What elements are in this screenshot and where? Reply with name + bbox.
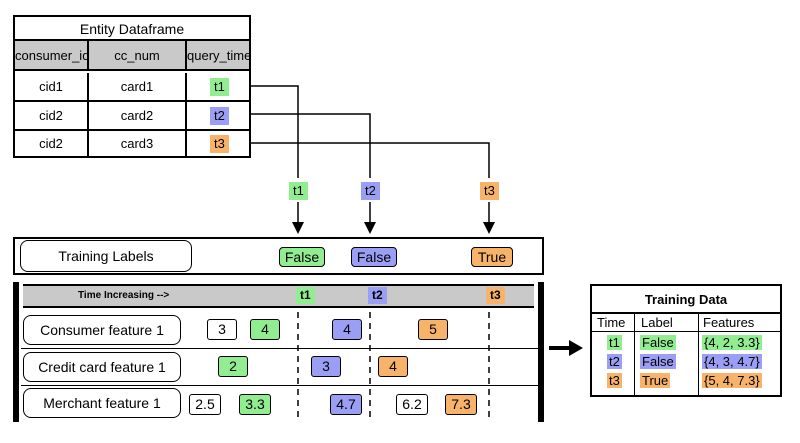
feature-value: 4 <box>332 319 362 340</box>
col-cc-num: cc_num <box>89 41 187 71</box>
cell-consumer-id: cid1 <box>15 73 89 100</box>
feature-row-merchant: Merchant feature 1 2.5 3.3 4.7 6.2 7.3 <box>21 386 538 420</box>
col-time: Time <box>597 315 626 330</box>
feature-value: 4 <box>250 319 280 340</box>
feature-value: 7.3 <box>445 394 477 415</box>
training-data-table: Training Data Time Label Features t1 Fal… <box>590 284 782 397</box>
column-divider <box>698 314 699 395</box>
feature-name-consumer: Consumer feature 1 <box>23 315 181 345</box>
feature-value: 5 <box>418 319 448 340</box>
training-labels-name: Training Labels <box>20 240 192 272</box>
training-labels-strip: Training Labels False False True <box>13 237 544 275</box>
feature-name-credit-card: Credit card feature 1 <box>23 352 181 382</box>
entity-dataframe-title: Entity Dataframe <box>15 17 249 41</box>
table-row: cid2 card3 t3 <box>15 131 249 160</box>
label-pill-t3: True <box>471 247 513 267</box>
row-label: True <box>640 373 671 388</box>
training-data-title: Training Data <box>592 286 780 314</box>
feature-row-consumer: Consumer feature 1 3 4 4 5 <box>21 313 538 347</box>
row-label: False <box>640 354 676 369</box>
row-label: False <box>640 335 676 350</box>
feature-value: 4.7 <box>330 394 362 415</box>
connector-t1 <box>251 85 299 178</box>
feature-value: 6.2 <box>396 394 428 415</box>
table-row: cid2 card2 t2 <box>15 102 249 131</box>
col-query-time: query_time <box>187 48 252 63</box>
time-increasing-label: Time Increasing --> <box>78 290 170 301</box>
col-features: Features <box>703 315 755 330</box>
connector-t2 <box>251 113 371 178</box>
cell-cc-num: card1 <box>89 73 187 100</box>
arrow-tag-t3: t3 <box>480 182 499 200</box>
cell-cc-num: card2 <box>89 102 187 129</box>
feature-timeline: Time Increasing --> t1 t2 t3 Consumer fe… <box>13 282 544 422</box>
time-dashed-lines <box>297 312 490 420</box>
output-arrow-head <box>569 340 583 356</box>
row-features: {4, 3, 4.7} <box>702 354 762 369</box>
row-time-t2: t2 <box>607 354 622 369</box>
col-consumer-id: consumer_id <box>15 41 89 71</box>
feature-name-merchant: Merchant feature 1 <box>23 388 181 418</box>
entity-dataframe-table: Entity Dataframe consumer_id cc_num quer… <box>13 15 251 158</box>
cell-cc-num: card3 <box>89 131 187 156</box>
row-time-t1: t1 <box>607 335 622 350</box>
feature-value: 3 <box>311 356 341 377</box>
query-time-tag-t2: t2 <box>210 107 229 125</box>
table-row: cid1 card1 t1 <box>15 73 249 102</box>
feature-value: 3.3 <box>239 394 271 415</box>
cell-consumer-id: cid2 <box>15 131 89 156</box>
timeline-tick-t1: t1 <box>296 287 315 304</box>
row-features: {4, 2, 3.3} <box>702 335 762 350</box>
feature-value: 2 <box>218 356 248 377</box>
query-time-tag-t1: t1 <box>210 78 229 96</box>
column-divider <box>634 314 635 395</box>
row-divider <box>21 385 538 386</box>
col-label: Label <box>641 315 673 330</box>
row-features: {5, 4, 7.3} <box>702 373 762 388</box>
feature-value: 3 <box>207 319 237 340</box>
timeline-tick-t2: t2 <box>368 287 387 304</box>
row-divider <box>21 348 538 349</box>
query-time-tag-t3: t3 <box>210 135 229 153</box>
feature-value: 4 <box>378 356 408 377</box>
training-data-header-row: Time Label Features <box>592 314 780 332</box>
time-header-bar: Time Increasing --> t1 t2 t3 <box>23 284 534 308</box>
arrow-tag-t2: t2 <box>361 182 380 200</box>
entity-header-row: consumer_id cc_num query_time <box>15 41 252 71</box>
timeline-tick-t3: t3 <box>486 287 505 304</box>
label-pill-t2: False <box>351 247 397 267</box>
feature-value: 2.5 <box>189 394 221 415</box>
cell-consumer-id: cid2 <box>15 102 89 129</box>
feature-row-credit-card: Credit card feature 1 2 3 4 <box>21 350 538 384</box>
connector-t3 <box>251 142 490 178</box>
row-time-t3: t3 <box>607 373 622 388</box>
arrow-tag-t1: t1 <box>289 182 308 200</box>
label-pill-t1: False <box>279 247 325 267</box>
